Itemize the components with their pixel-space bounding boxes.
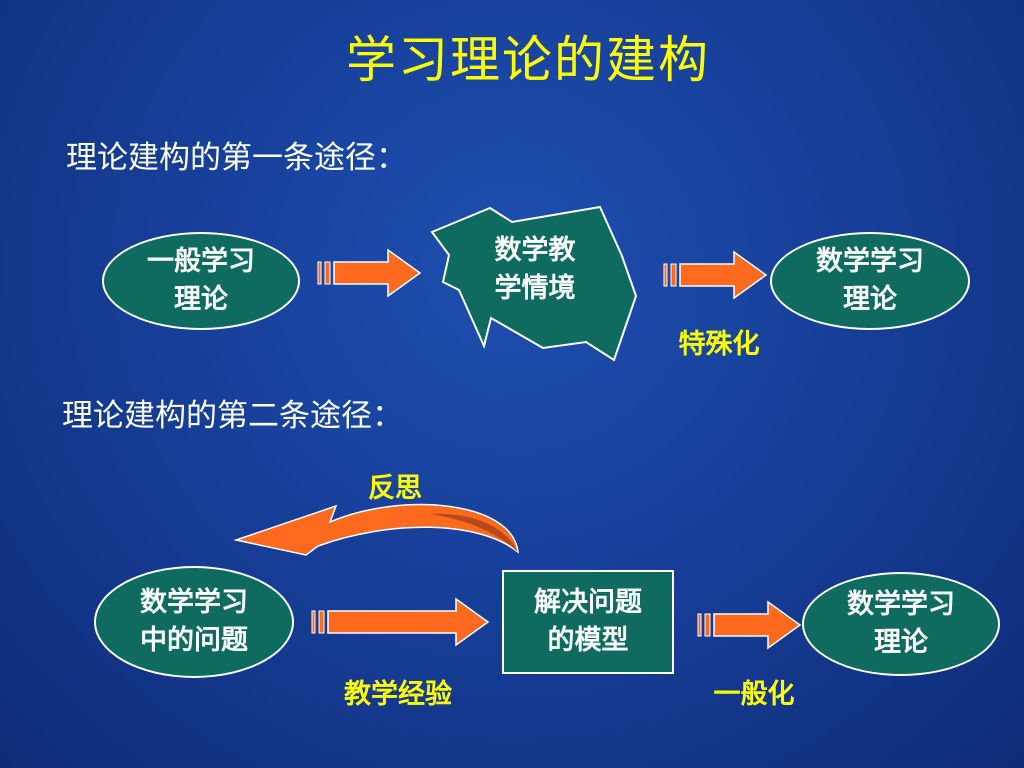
explosion-burst-shape	[430, 205, 638, 362]
path1-node-general-theory: 一般学习理论	[102, 232, 300, 330]
path1-heading: 理论建构的第一条途径：	[66, 140, 407, 176]
path2-teaching-experience-label: 教学经验	[344, 679, 452, 710]
node-line: 数学教	[494, 235, 576, 266]
node-line: 的模型	[547, 625, 629, 656]
node-line: 理论	[174, 284, 228, 315]
path1-node-math-theory: 数学学习理论	[770, 232, 970, 330]
page-title: 学习理论的建构	[346, 31, 710, 89]
node-line: 理论	[874, 627, 928, 658]
path2-reflection-label: 反思	[368, 473, 422, 504]
path1-node-teaching-context: 数学教学情境	[470, 232, 600, 308]
node-line: 数学学习	[140, 587, 248, 618]
block-arrow-right-icon	[317, 248, 422, 298]
path2-node-math-theory: 数学学习理论	[802, 572, 1000, 676]
block-arrow-right-icon	[663, 250, 768, 300]
block-arrow-right-icon	[697, 600, 802, 650]
path2-generalization-label: 一般化	[713, 679, 795, 710]
node-line: 解决问题	[534, 587, 642, 618]
path2-heading: 理论建构的第二条途径：	[62, 398, 403, 434]
path2-node-problem-model: 解决问题的模型	[502, 570, 674, 674]
node-line: 数学学习	[847, 589, 955, 620]
path1-specialization-label: 特殊化	[678, 329, 760, 360]
path2-node-math-problems: 数学学习中的问题	[94, 566, 294, 678]
node-line: 一般学习	[147, 246, 255, 277]
node-line: 中的问题	[140, 625, 248, 656]
block-arrow-right-icon	[311, 597, 490, 647]
node-line: 数学学习	[816, 246, 924, 277]
node-line: 学情境	[494, 273, 576, 304]
node-line: 理论	[843, 284, 897, 315]
curved-arrow-left-icon	[233, 503, 519, 556]
